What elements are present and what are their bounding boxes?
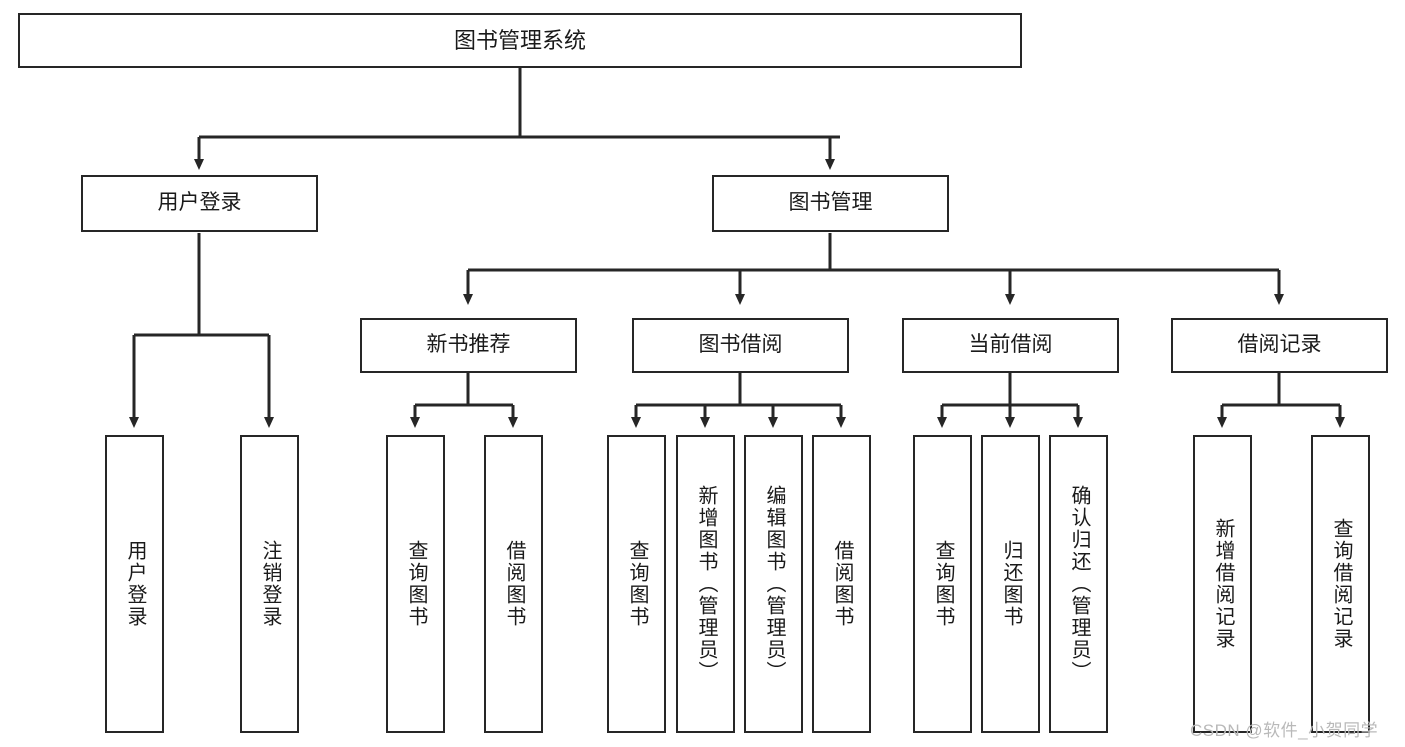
node-leaf-user-login[interactable]: 用户登录: [105, 435, 164, 733]
node-label: 注销登录: [259, 540, 281, 628]
node-label: 查询图书: [932, 540, 954, 628]
node-leaf-query-record[interactable]: 查询借阅记录: [1311, 435, 1370, 733]
node-leaf-borrow-book-2[interactable]: 借阅图书: [812, 435, 871, 733]
node-label: 查询图书: [405, 540, 427, 628]
node-book-borrow[interactable]: 图书借阅: [632, 318, 849, 373]
node-label: 确认归还（管理员）: [1068, 485, 1090, 683]
node-label: 借阅图书: [503, 540, 525, 628]
node-label: 用户登录: [124, 540, 146, 628]
node-label: 图书管理: [788, 191, 873, 215]
node-leaf-add-record[interactable]: 新增借阅记录: [1193, 435, 1252, 733]
node-leaf-query-book-3[interactable]: 查询图书: [913, 435, 972, 733]
node-label: 新增借阅记录: [1212, 518, 1234, 650]
node-label: 查询借阅记录: [1330, 518, 1352, 650]
node-label: 图书管理系统: [453, 27, 586, 53]
node-leaf-edit-book[interactable]: 编辑图书（管理员）: [744, 435, 803, 733]
node-new-book-recommend[interactable]: 新书推荐: [360, 318, 577, 373]
node-root-system[interactable]: 图书管理系统: [18, 13, 1022, 68]
node-borrow-record[interactable]: 借阅记录: [1171, 318, 1388, 373]
node-label: 用户登录: [157, 191, 242, 215]
node-leaf-add-book[interactable]: 新增图书（管理员）: [676, 435, 735, 733]
node-label: 归还图书: [1000, 540, 1022, 628]
node-leaf-query-book-1[interactable]: 查询图书: [386, 435, 445, 733]
node-label: 图书借阅: [698, 333, 783, 357]
node-label: 当前借阅: [968, 333, 1053, 357]
node-current-borrow[interactable]: 当前借阅: [902, 318, 1119, 373]
node-label: 查询图书: [626, 540, 648, 628]
node-label: 借阅记录: [1237, 333, 1322, 357]
node-user-login[interactable]: 用户登录: [81, 175, 318, 232]
node-leaf-return-book[interactable]: 归还图书: [981, 435, 1040, 733]
node-label: 新书推荐: [426, 333, 511, 357]
node-leaf-borrow-book-1[interactable]: 借阅图书: [484, 435, 543, 733]
node-label: 新增图书（管理员）: [695, 485, 717, 683]
node-label: 编辑图书（管理员）: [763, 485, 785, 683]
node-leaf-query-book-2[interactable]: 查询图书: [607, 435, 666, 733]
node-book-manage[interactable]: 图书管理: [712, 175, 949, 232]
node-leaf-confirm-return[interactable]: 确认归还（管理员）: [1049, 435, 1108, 733]
node-leaf-logout-login[interactable]: 注销登录: [240, 435, 299, 733]
node-label: 借阅图书: [831, 540, 853, 628]
